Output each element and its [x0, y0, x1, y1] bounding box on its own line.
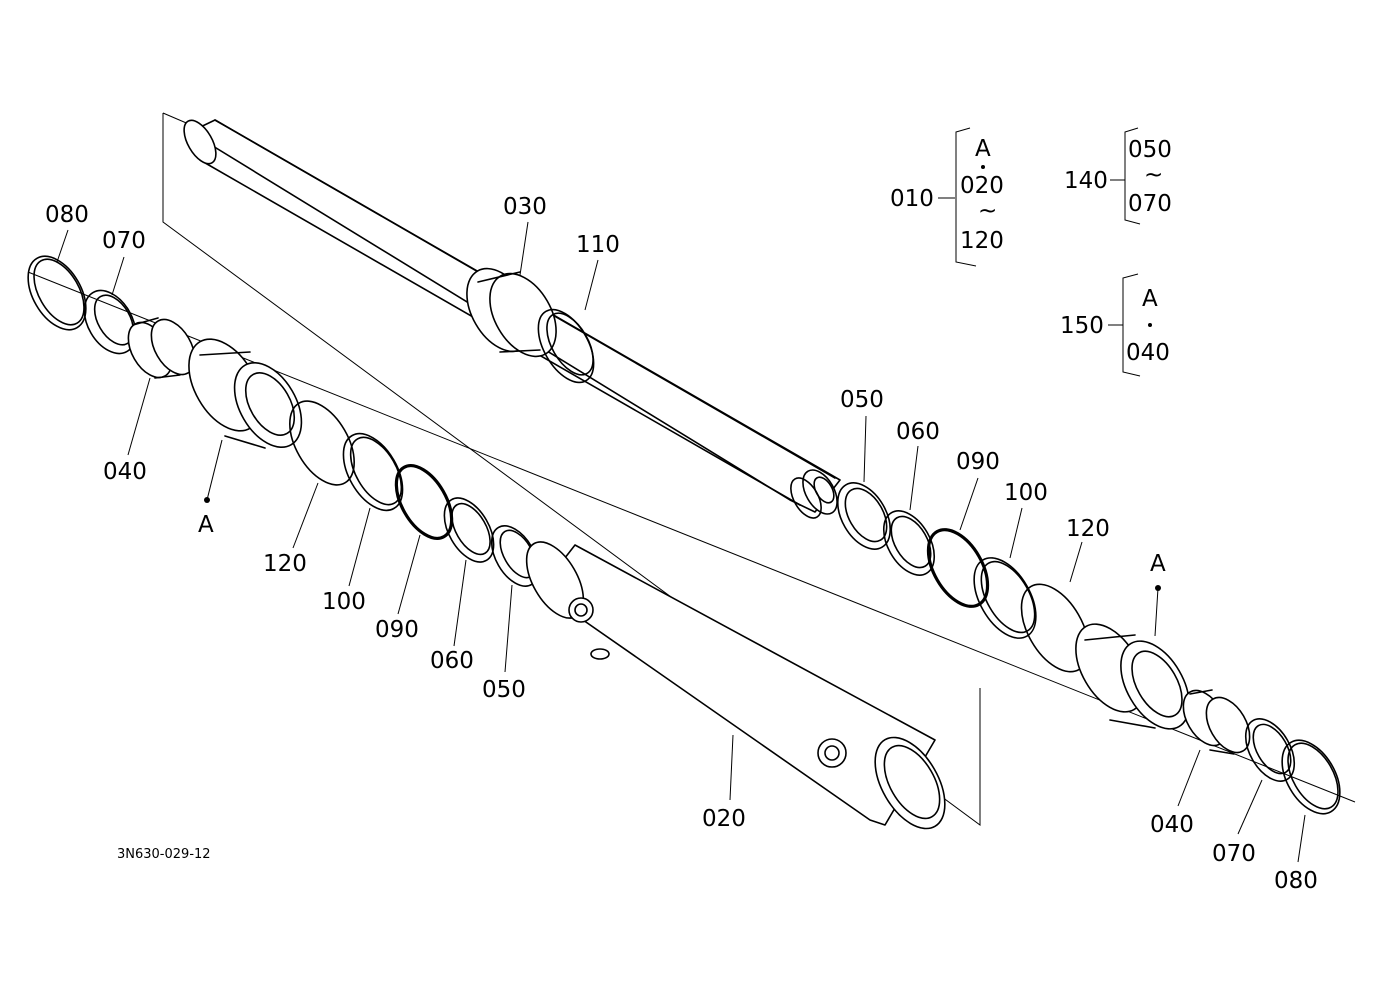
center-axis: [27, 271, 1356, 803]
legend-140: 140 050 ~ 070: [1064, 127, 1172, 225]
label-020: 020: [702, 806, 746, 832]
label-070-right: 070: [1212, 841, 1256, 867]
bushing-040-left: [127, 317, 196, 379]
label-100-right: 100: [1004, 480, 1048, 506]
label-100-left: 100: [322, 589, 366, 615]
seal-070-right: [1244, 718, 1296, 782]
gland-a-right: [1075, 623, 1190, 730]
label-030: 030: [503, 194, 547, 220]
legend-010: 010 A 020 ~ 120: [890, 127, 1004, 267]
legend-010-a: A: [975, 136, 991, 162]
legend-150-a: A: [1142, 286, 1158, 312]
legend-150-b: 040: [1126, 340, 1170, 366]
legend-140-tilde: ~: [1144, 162, 1163, 188]
bushing-040-right: [1182, 689, 1251, 755]
ring-080-right: [1281, 739, 1341, 815]
legend-010-tilde: ~: [978, 198, 997, 224]
legend-010-to: 120: [960, 228, 1004, 254]
label-120-left: 120: [263, 551, 307, 577]
oring-090-left: [394, 464, 454, 540]
label-070-left: 070: [102, 228, 146, 254]
oring-090-right: [926, 528, 990, 608]
gland-a-left: [188, 338, 303, 449]
label-110: 110: [576, 232, 620, 258]
label-a-right: A: [1150, 551, 1166, 577]
legend-140-to: 070: [1128, 191, 1172, 217]
ring-100-right: [973, 557, 1037, 639]
label-060-right: 060: [896, 419, 940, 445]
label-080-right: 080: [1274, 868, 1318, 894]
ring-060-right: [882, 510, 936, 576]
ring-100-left: [342, 432, 404, 512]
label-060-left: 060: [430, 648, 474, 674]
legend-140-parent: 140: [1064, 168, 1108, 194]
label-040-right: 040: [1150, 812, 1194, 838]
label-a-left: A: [198, 512, 214, 538]
legend-010-from: 020: [960, 173, 1004, 199]
piston-rod: [183, 119, 841, 519]
legend-140-from: 050: [1128, 137, 1172, 163]
label-120-right: 120: [1066, 516, 1110, 542]
label-080-left: 080: [45, 202, 89, 228]
label-040-left: 040: [103, 459, 147, 485]
label-050-left: 050: [482, 677, 526, 703]
group-frame: [162, 113, 981, 826]
legend-010-parent: 010: [890, 186, 934, 212]
label-090-right: 090: [956, 449, 1000, 475]
label-090-left: 090: [375, 617, 419, 643]
ring-120-left: [289, 400, 355, 486]
leader-lines: [56, 221, 1306, 863]
label-050-right: 050: [840, 387, 884, 413]
cylinder-tube: [525, 541, 946, 830]
seal-070-left: [83, 289, 137, 355]
legend-150-parent: 150: [1060, 313, 1104, 339]
ring-060-left: [443, 497, 495, 563]
ring-080-left: [27, 255, 87, 331]
seal-050-right: [836, 482, 892, 550]
drawing-code: 3N630-029-12: [117, 847, 211, 862]
legend-150: 150 A 040: [1060, 273, 1170, 377]
